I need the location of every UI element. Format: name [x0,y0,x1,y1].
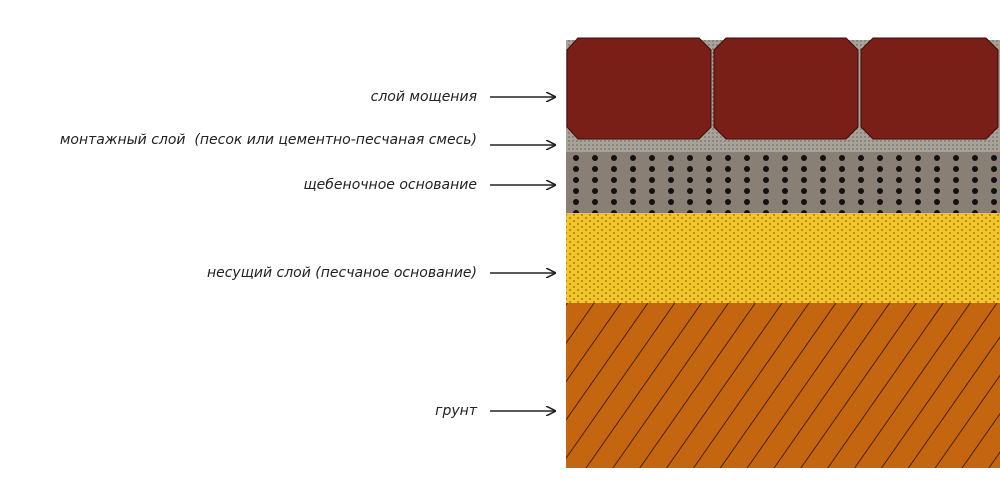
label-mounting-text: монтажный слой (песок или цементно-песча… [60,132,477,148]
label-gravel-text: щебеночное основание [304,177,478,193]
label-soil: грунт [435,403,555,419]
label-mounting: монтажный слой (песок или цементно-песча… [60,132,555,148]
layer-paving [566,37,999,140]
label-gravel: щебеночное основание [304,177,556,193]
paving-tile [566,37,712,140]
layer-soil [566,303,1000,468]
label-paving: слой мощения [371,89,555,105]
label-soil-text: грунт [435,403,478,419]
label-sand-text: несущий слой (песчаное основание) [207,265,477,281]
paving-tile [860,37,999,140]
layer-gravel [566,152,1000,213]
label-sand: несущий слой (песчаное основание) [207,265,555,281]
layer-sand [566,213,1000,303]
label-paving-text: слой мощения [371,89,477,105]
paving-tile [713,37,859,140]
